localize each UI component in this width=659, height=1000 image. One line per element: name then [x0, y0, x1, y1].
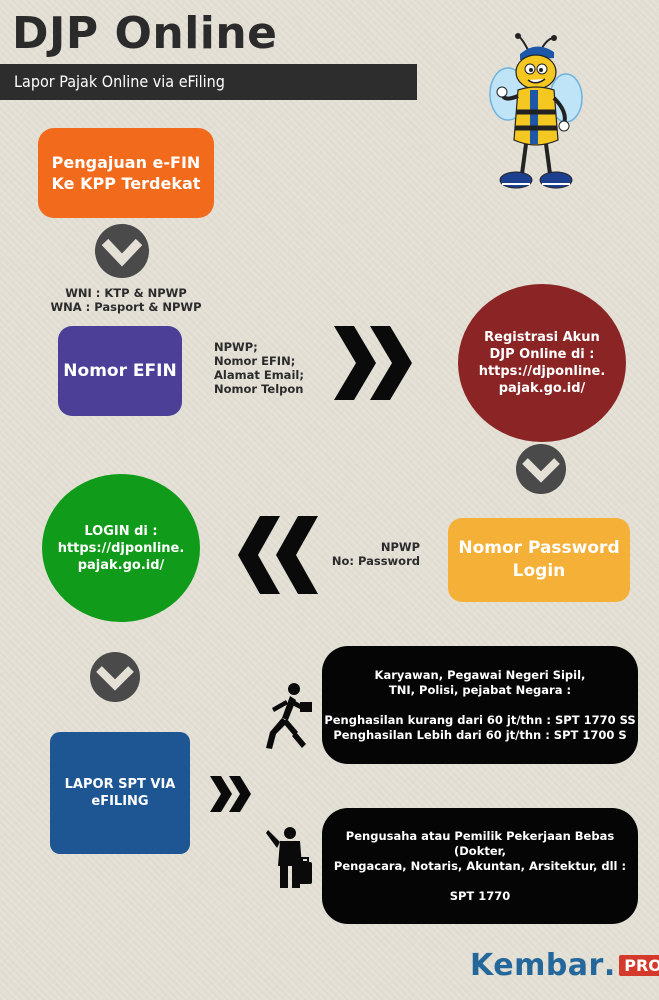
logo-suffix: PRO: [619, 955, 659, 976]
chevron-down-circle-icon: [88, 652, 142, 702]
efin-number-box: Nomor EFIN: [58, 326, 182, 416]
registration-circle: Registrasi Akun DJP Online di : https://…: [458, 284, 626, 442]
business-spt-box: Pengusaha atau Pemilik Pekerjaan Bebas (…: [322, 808, 638, 924]
password-login-box: Nomor Password Login: [448, 518, 630, 602]
efin-request-box: Pengajuan e-FIN Ke KPP Terdekat: [38, 128, 214, 218]
double-chevron-right-icon: [334, 326, 414, 400]
chevron-down-circle-icon: [514, 444, 568, 494]
man-with-briefcase-icon: [266, 826, 314, 890]
efin-number-label: Nomor EFIN: [63, 361, 177, 381]
chevron-down-circle-icon: [95, 224, 149, 278]
password-login-label: Nomor Password Login: [458, 538, 620, 581]
kembar-pro-logo: Kembar . PRO: [470, 948, 659, 983]
logo-name: Kembar: [470, 948, 604, 983]
login-circle: LOGIN di : https://djponline. pajak.go.i…: [42, 474, 200, 622]
employee-spt-box: Karyawan, Pegawai Negeri Sipil, TNI, Pol…: [322, 646, 638, 764]
efin-requirements: WNI : KTP & NPWP WNA : Pasport & NPWP: [50, 286, 202, 314]
double-chevron-left-icon: [236, 516, 318, 594]
logo-dot: .: [603, 948, 616, 983]
business-spt-text: Pengusaha atau Pemilik Pekerjaan Bebas (…: [333, 828, 627, 903]
login-label: LOGIN di : https://djponline. pajak.go.i…: [57, 523, 185, 573]
bee-mascot-icon: [488, 32, 584, 194]
efin-request-label: Pengajuan e-FIN Ke KPP Terdekat: [51, 153, 201, 193]
running-man-icon: [264, 682, 314, 752]
registration-fields: NPWP; Nomor EFIN; Alamat Email; Nomor Te…: [214, 340, 304, 396]
login-fields: NPWP No: Password: [331, 540, 420, 568]
double-chevron-right-icon: [210, 776, 252, 812]
page-title: DJP Online: [12, 8, 278, 59]
report-box: LAPOR SPT VIA eFILING: [50, 732, 190, 854]
report-label: LAPOR SPT VIA eFILING: [64, 777, 176, 809]
employee-spt-text: Karyawan, Pegawai Negeri Sipil, TNI, Pol…: [324, 667, 636, 742]
registration-label: Registrasi Akun DJP Online di : https://…: [478, 330, 606, 396]
page-subtitle: Lapor Pajak Online via eFiling: [0, 64, 417, 100]
